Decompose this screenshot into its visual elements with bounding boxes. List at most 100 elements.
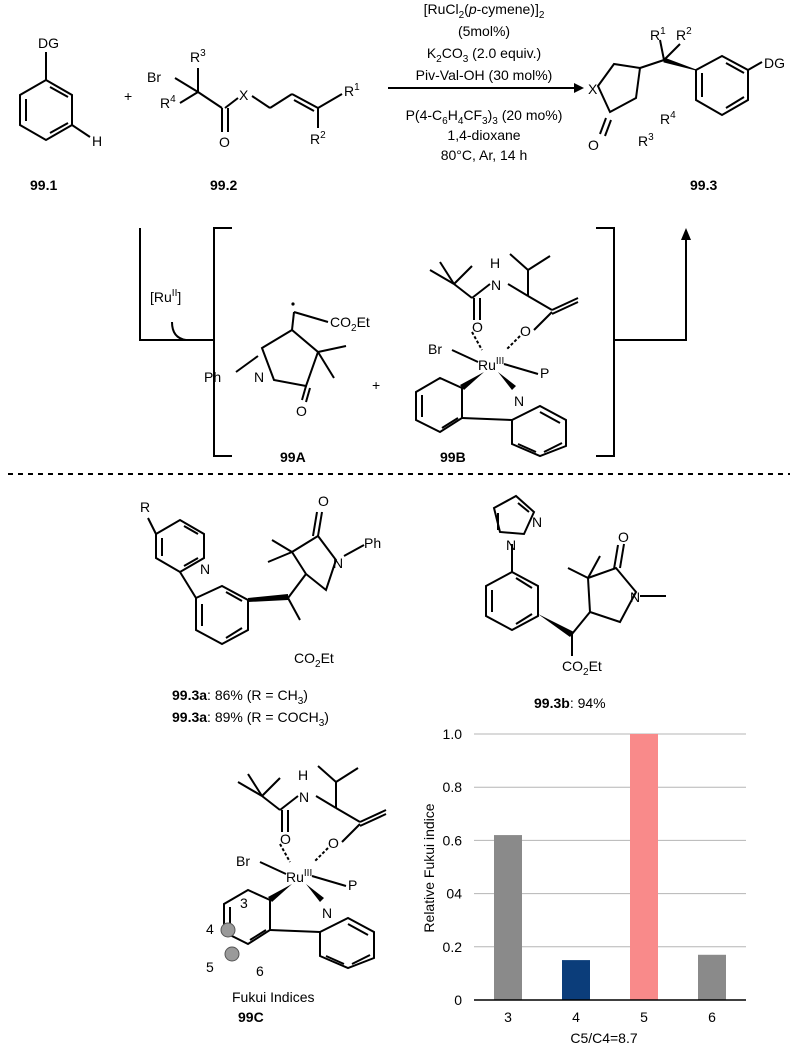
fukui-n: N: [299, 789, 309, 805]
product-r4: R4: [660, 110, 676, 127]
ex2-n1: N: [532, 514, 542, 530]
intermediate-99b-structure: [415, 253, 579, 458]
product-r1: R1: [650, 26, 666, 43]
label-99b: 99B: [440, 449, 466, 465]
ex1-co2et: CO2Et: [294, 650, 334, 670]
fukui-caption: Fukui Indices: [232, 989, 314, 1005]
chart-x-tick-label: 4: [572, 1009, 580, 1025]
reaction-scheme: [19, 39, 763, 142]
fukui-chart: 0 0.2 04 0.6 0.8 1.0 3 4 5 6 Relative Fukui indi…: [421, 726, 746, 1046]
intermediate-99a-structure: [235, 302, 347, 403]
ex2-o: O: [618, 529, 629, 545]
examples-labels: R N O N Ph CO2Et 99.3a: 86% (R = CH3) 99…: [140, 493, 640, 729]
product-x: X: [588, 81, 598, 97]
condition-loading: (5mol%): [458, 23, 510, 39]
label-99-2: 99.2: [210, 177, 237, 193]
sm1-h: H: [92, 133, 102, 149]
ex2-n2: N: [506, 537, 516, 553]
chart-y-tick-label: 0.6: [443, 832, 463, 848]
fukui-p: P: [348, 877, 357, 893]
chart-bars: [494, 734, 726, 1000]
fukui-labels: H N O O Br RuIII P N 3 4 5 6 Fukui Indic…: [206, 767, 357, 1025]
chart-x-tick-label: 6: [708, 1009, 716, 1025]
examples-structures: [147, 494, 666, 656]
a-ph: Ph: [204, 369, 221, 385]
b-n: N: [491, 277, 501, 293]
chart-bar-5: [630, 734, 658, 1000]
ru-ii-label: [RuII]: [150, 288, 181, 305]
ex2-n3: N: [630, 589, 640, 605]
mech-plus: +: [372, 377, 380, 393]
chart-y-axis-label: Relative Fukui indice: [421, 803, 437, 932]
ex1-yield-line1: 99.3a: 86% (R = CH3): [172, 687, 308, 707]
condition-solvent: 1,4-dioxane: [447, 127, 520, 143]
chart-x-tick-label: 3: [504, 1009, 512, 1025]
chart-bar-4: [562, 960, 590, 1000]
b-ru: RuIII: [478, 356, 504, 373]
sm2-x: X: [239, 87, 249, 103]
fukui-pos4: 4: [206, 921, 214, 937]
sm2-r2: R2: [310, 130, 326, 147]
condition-base: K2CO3 (2.0 equiv.): [427, 45, 541, 65]
b-o2: O: [520, 323, 531, 339]
chart-y-tick-label: 0: [454, 992, 462, 1008]
chart-y-tick-label: 04: [446, 886, 462, 902]
b-h: H: [490, 255, 500, 271]
fukui-o1: O: [280, 831, 291, 847]
product-r2: R2: [676, 26, 692, 43]
chart-bar-6: [698, 954, 726, 1000]
sm2-r4: R4: [160, 94, 176, 111]
fukui-atoms: [220, 922, 240, 962]
a-n: N: [254, 369, 264, 385]
product-o: O: [588, 137, 599, 153]
chart-y-tick-label: 0.2: [443, 939, 463, 955]
condition-temperature: 80°C, Ar, 14 h: [441, 147, 528, 163]
chart-y-tick-label: 1.0: [443, 726, 463, 742]
chart-y-tick-label: 0.8: [443, 779, 463, 795]
mechanism-labels: [RuII] CO2Et Ph N O + H N O O Br RuIII P…: [150, 255, 549, 465]
compound-99-2-structure: [174, 68, 343, 132]
ex2-yield: 99.3b: 94%: [534, 695, 606, 711]
b-o1: O: [472, 319, 483, 335]
ex1-yield-line2: 99.3a: 89% (R = COCH3): [172, 709, 329, 729]
product-dg: DG: [764, 55, 785, 71]
ex1-o: O: [318, 493, 329, 509]
fukui-h: H: [298, 767, 308, 783]
compound-99-3-structure: [596, 39, 763, 137]
compound-99-1-structure: [19, 52, 91, 142]
label-99-1: 99.1: [30, 177, 57, 193]
chart-x-axis-label: C5/C4=8.7: [570, 1030, 638, 1046]
condition-additive: Piv-Val-OH (30 mol%): [416, 67, 553, 83]
condition-ligand: P(4-C6H4CF3)3 (20 mo%): [406, 107, 563, 127]
chart-x-tick-label: 5: [640, 1009, 648, 1025]
chart-y-tick-labels: 0 0.2 04 0.6 0.8 1.0: [443, 726, 463, 1008]
mechanism-scheme: [139, 227, 691, 458]
fukui-o2: O: [328, 835, 339, 851]
reaction-labels: DG H + Br R3 R4 O X R1 R2 [RuCl2(p-cymen…: [30, 1, 785, 193]
fukui-ru: RuIII: [286, 868, 312, 885]
b-br: Br: [428, 341, 442, 357]
fukui-pos5: 5: [206, 959, 214, 975]
ex1-ph: Ph: [364, 535, 381, 551]
sm2-r1: R1: [344, 82, 360, 99]
ex2-co2et: CO2Et: [562, 658, 602, 678]
sm2-r3: R3: [190, 48, 206, 65]
fukui-pos3: 3: [240, 895, 248, 911]
fukui-br: Br: [236, 853, 250, 869]
sm2-br: Br: [147, 69, 161, 85]
ex1-n: N: [200, 561, 210, 577]
ex1-r: R: [140, 499, 150, 515]
label-99a: 99A: [280, 449, 306, 465]
sm2-o: O: [219, 134, 230, 150]
fukui-pyr-n: N: [322, 905, 332, 921]
label-99c: 99C: [238, 1009, 264, 1025]
b-pyr-n: N: [514, 393, 524, 409]
b-p: P: [540, 365, 549, 381]
label-99-3: 99.3: [690, 177, 717, 193]
a-o: O: [296, 403, 307, 419]
chart-bar-3: [494, 835, 522, 1000]
ex1-n2: N: [333, 555, 343, 571]
fukui-pos6: 6: [256, 963, 264, 979]
sm1-dg: DG: [38, 35, 59, 51]
